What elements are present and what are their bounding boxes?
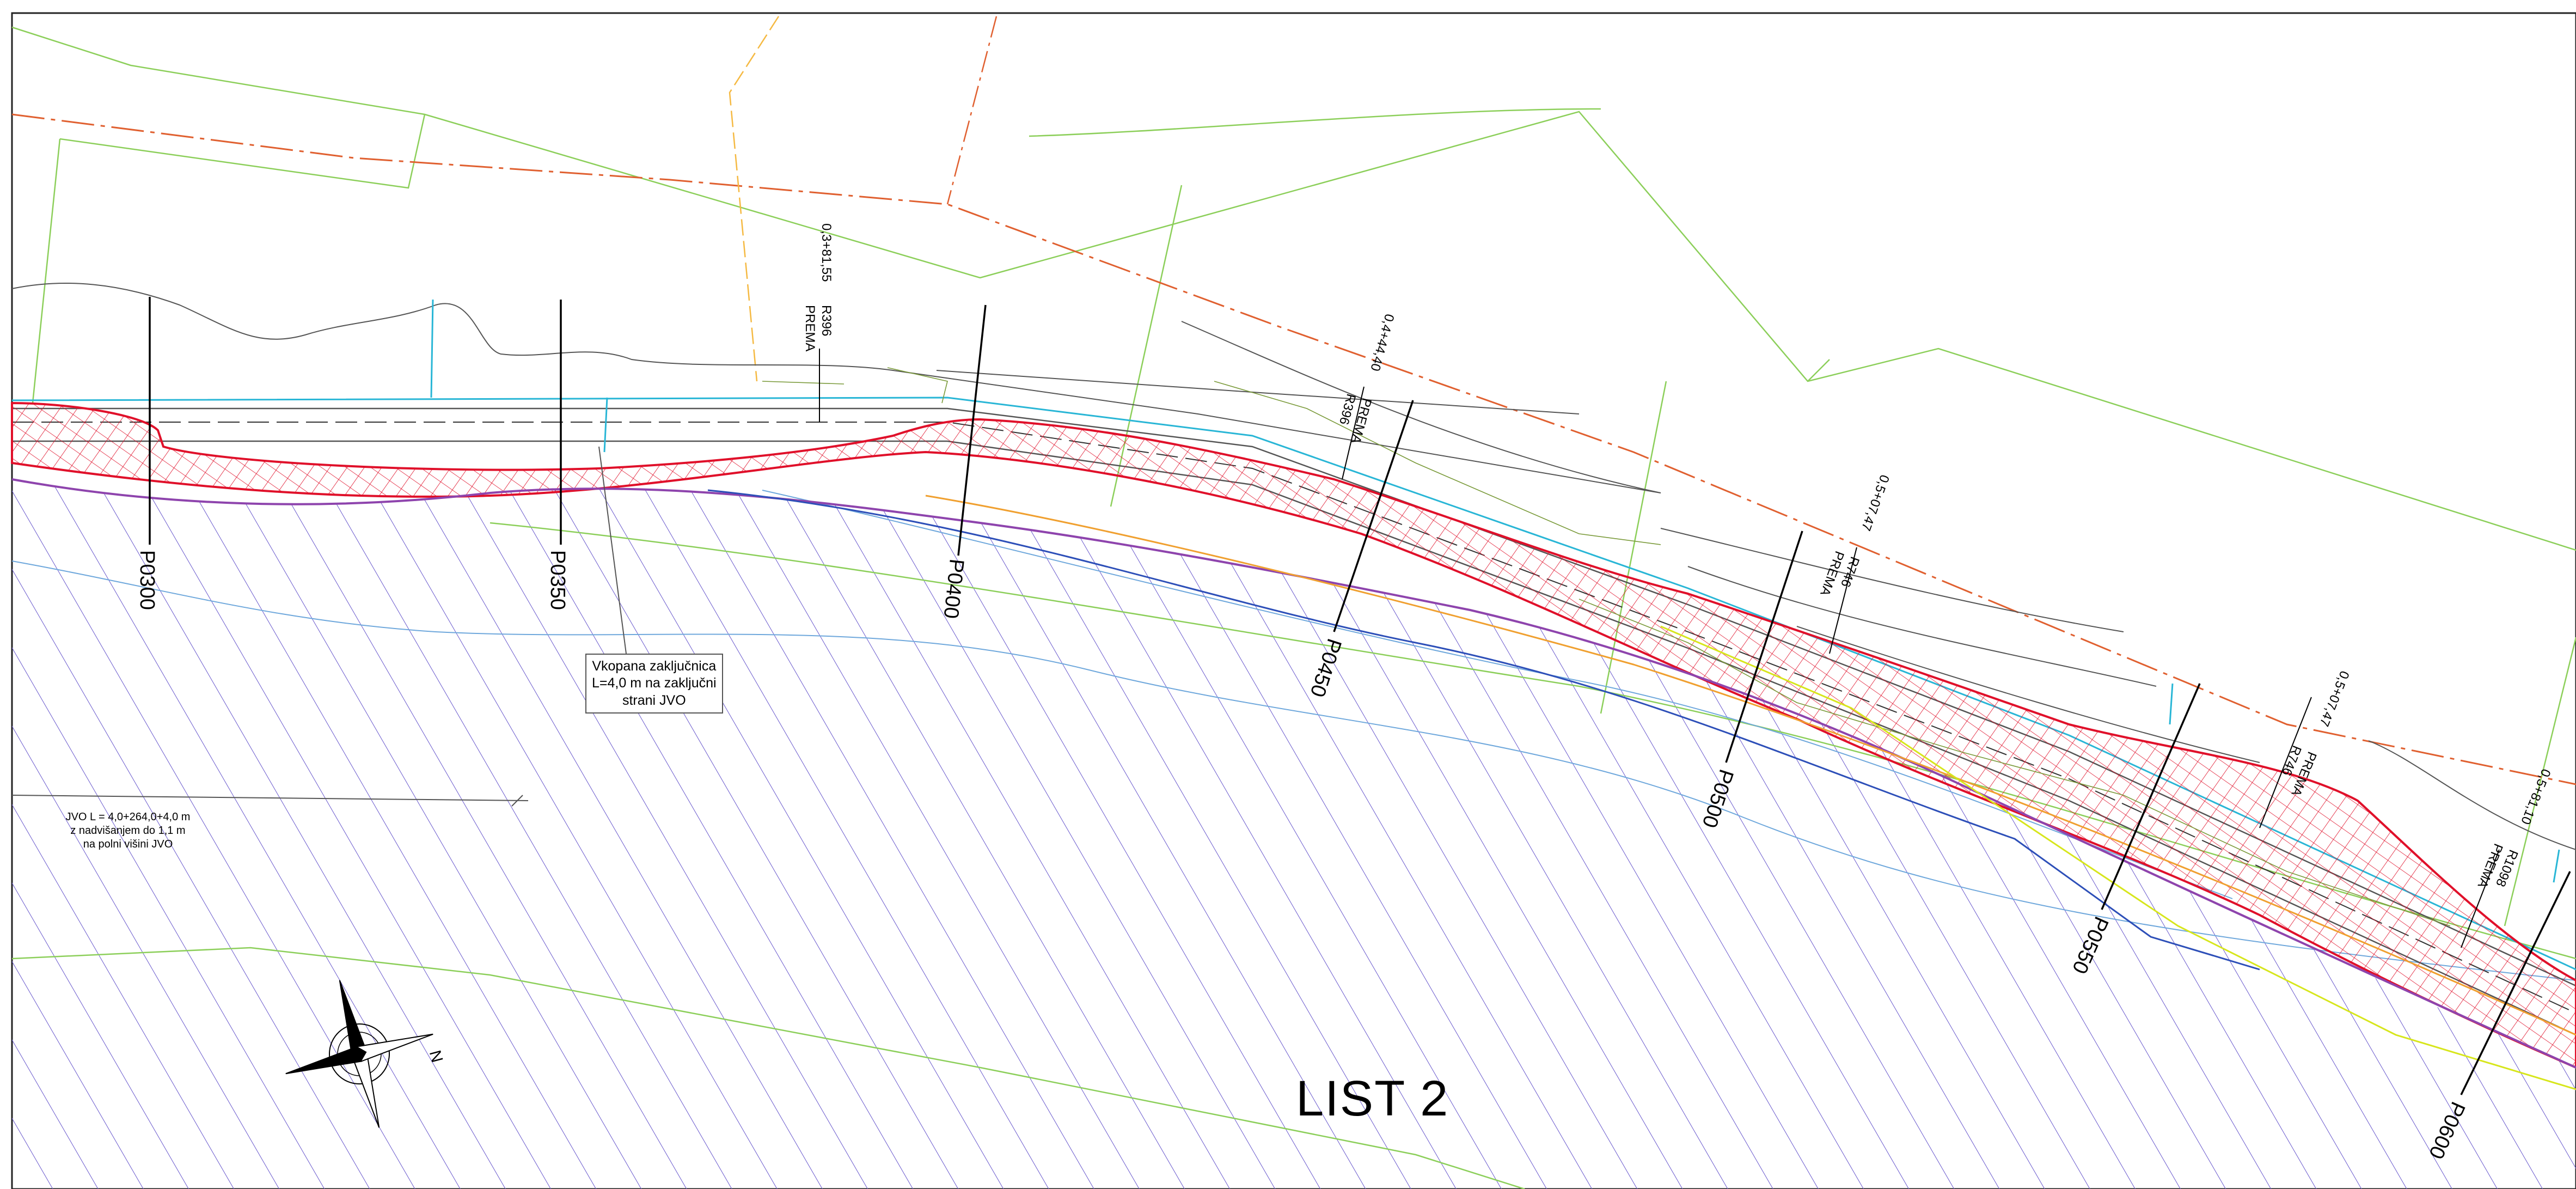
anchor-callout-line-1: Vkopana zaključnica [592,658,717,674]
callout-leaders [511,446,627,807]
jvo-note-line-3: na polni višini JVO [83,838,173,850]
embankment-crosshatch[interactable] [11,401,2576,1069]
jvo-note-line-2: z nadvišanjem do 1,1 m [70,825,186,837]
compass-rose: N [285,980,446,1128]
edge-lines [11,478,2576,1090]
station-label-3: 0,5+07,47 R746 PREMA [1817,473,1892,598]
station-ticks [819,349,2500,948]
road-axis-orange [11,113,2576,785]
station-label-2: 0,4+44,40 PREMA R396 [1336,312,1397,445]
profile-label: P0300 [136,550,158,610]
svg-text:R396: R396 [819,305,834,336]
jvo-note: JVO L = 4,0+264,0+4,0 m z nadvišanjem do… [57,810,199,851]
svg-text:0,5+07,47: 0,5+07,47 [2316,669,2352,729]
svg-text:0,3+81,55: 0,3+81,55 [819,223,834,282]
sheet-title: LIST 2 [1296,1071,1449,1126]
slope-hatching [762,367,2451,926]
profile-label: P0350 [546,550,569,610]
water-features [430,299,2560,883]
axis-yellow-north [729,16,780,382]
svg-text:0,5+07,47: 0,5+07,47 [1858,473,1892,533]
anchor-callout-line-2: L=4,0 m na zaključni [592,675,717,691]
profile-lines [149,297,2571,1095]
jvo-note-line-1: JVO L = 4,0+264,0+4,0 m [65,811,191,823]
anchor-callout-line-3: strani JVO [622,692,686,708]
station-label-5: 0,5+81,10 R1098 PREMA [2475,767,2554,890]
axis-orange-north [946,16,998,205]
svg-text:PREMA: PREMA [803,305,817,351]
anchor-callout: Vkopana zaključnica L=4,0 m na zaključni… [585,654,723,714]
station-label-1: 0,3+81,55 R396 PREMA [803,223,834,351]
svg-text:0,4+44,40: 0,4+44,40 [1367,312,1397,373]
terrain-contours [11,283,2576,850]
